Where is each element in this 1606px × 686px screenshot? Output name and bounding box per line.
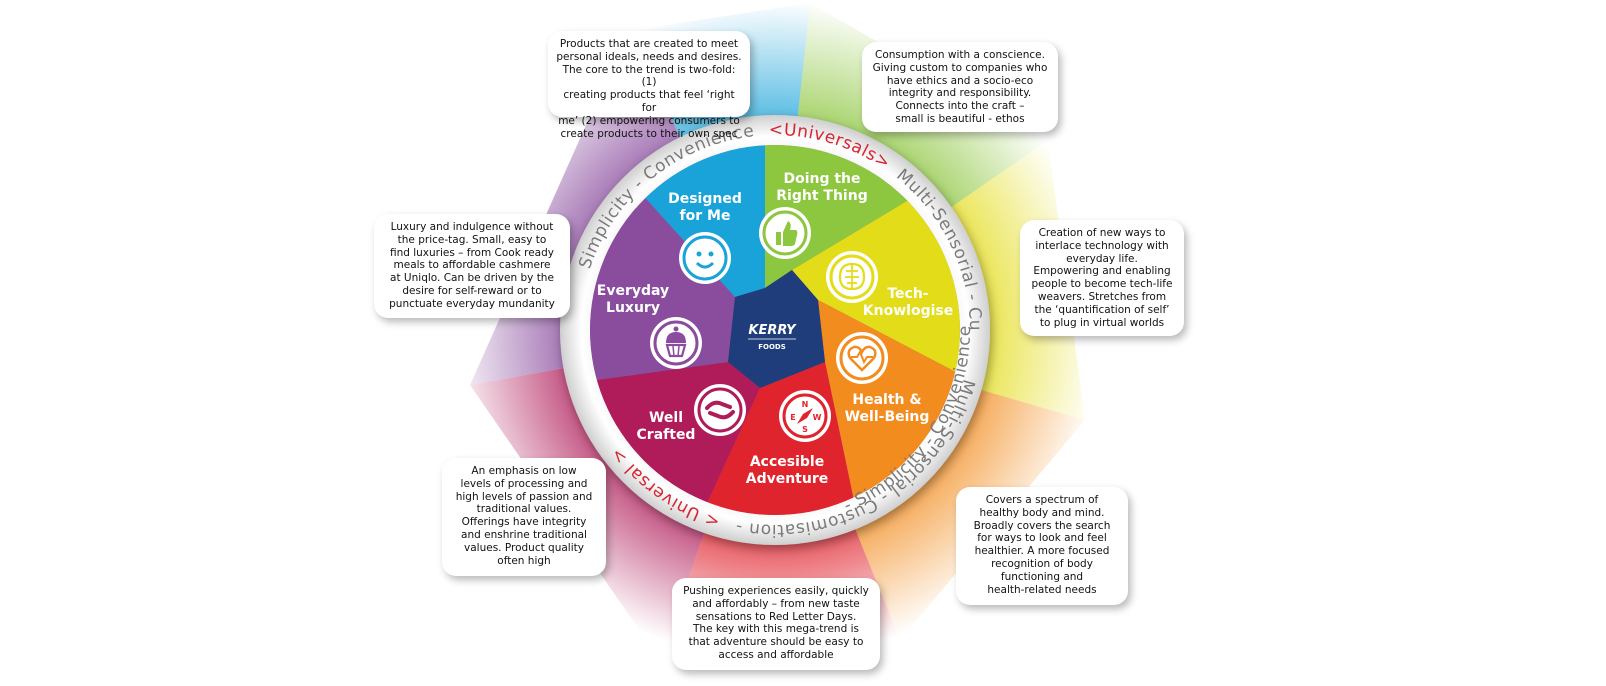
callout-line: recognition of body [991,557,1093,570]
thumbs-up-icon [759,207,811,259]
label-luxury: Everyday [597,283,669,299]
callout-line: Connects into the craft – [895,100,1025,113]
callout-line: Consumption with a conscience. [875,49,1045,61]
callout-line: traditional values. [476,503,572,516]
callout-line: health-related needs [987,583,1097,596]
callout-adventure: Pushing experiences easily, quickly and … [672,578,880,670]
callout-line: The core to the trend is two-fold: (1) [562,63,736,89]
segment-center [728,270,825,388]
callout-line: Covers a spectrum of [985,494,1099,506]
callout-line: Broadly covers the search [973,519,1111,532]
callout-line: Giving custom to companies who [872,61,1048,74]
callout-line: have ethics and a socio-eco [886,74,1034,87]
callout-line: to plug in virtual worlds [1039,316,1165,329]
label-tech-2: Knowlogise [863,303,953,319]
callout-line: personal ideals, needs and desires. [556,50,742,63]
callout-line: healthy body and mind. [979,506,1105,519]
callout-health: Covers a spectrum of healthy body and mi… [956,487,1128,605]
callout-luxury: Luxury and indulgence without the price-… [374,214,570,318]
cupcake-icon [650,317,702,369]
label-crafted: Well [649,410,683,426]
label-right-thing: Doing the [783,171,860,187]
callout-line: sensations to Red Letter Days. [695,610,857,623]
label-adventure: Accesible [750,454,824,470]
circuit-brain-icon [826,251,878,303]
callout-line: for ways to look and feel [977,532,1107,545]
callout-line: create products to their own spec [560,127,738,140]
label-right-thing-2: Right Thing [776,188,867,204]
compass-n: N [802,400,809,409]
callout-line: Pushing experiences easily, quickly [683,585,869,597]
label-adventure-2: Adventure [746,471,829,487]
callout-line: Products that are created to meet [559,38,739,50]
label-crafted-2: Crafted [637,427,696,443]
callout-line: creating products that feel ‘right for [563,89,735,114]
center-brand: KERRY [748,323,797,338]
label-tech: Tech- [887,286,928,302]
compass-icon: N S E W [779,390,831,442]
callout-line: The key with this mega-trend is [693,623,859,636]
callout-line: levels of processing and [460,477,588,490]
callout-line: desire for self-reward or to [402,284,542,297]
label-health: Health & [852,392,921,408]
callout-line: that adventure should be easy to [688,636,864,649]
callout-line: at Uniqlo. Can be driven by the [390,272,554,285]
callout-line: interlace technology with [1035,239,1169,252]
compass-s: S [802,425,808,434]
label-designed: Designed [668,191,742,207]
callout-line: integrity and responsibility. [888,87,1032,100]
label-health-2: Well-Being [845,409,930,425]
label-designed-2: for Me [680,208,731,224]
callout-line: the ‘quantification of self’ [1034,303,1170,316]
label-luxury-2: Luxury [606,300,660,316]
callout-line: the price-tag. Small, easy to [397,233,547,246]
smiley-face-icon [679,232,731,284]
callout-line: functioning and [1000,570,1084,583]
callout-line: Creation of new ways to [1038,227,1166,239]
callout-line: Empowering and enabling [1033,265,1171,278]
callout-line: find luxuries – from Cook ready [389,246,555,259]
callout-line: punctuate everyday mundanity [389,297,555,310]
callout-line: and affordably – from new taste [692,597,860,610]
callout-line: meals to affordable cashmere [393,259,551,272]
callout-right-thing: Consumption with a conscience. Giving cu… [862,42,1058,132]
callout-line: and enshrine traditional [461,528,587,541]
callout-designed: Products that are created to meet person… [548,31,750,140]
compass-w: W [813,413,822,422]
center-sub: FOODS [758,343,786,351]
callout-line: healthier. A more focused [974,545,1110,558]
callout-line: Luxury and indulgence without [390,221,554,233]
hands-icon [694,384,746,436]
callout-line: Offerings have integrity [461,516,587,529]
callout-line: weavers. Stretches from [1037,290,1167,303]
heart-pulse-icon [836,332,888,384]
callout-line: high levels of passion and [455,490,593,503]
callout-tech: Creation of new ways to interlace techno… [1020,220,1184,336]
callout-line: small is beautiful - ethos [895,112,1025,125]
callout-line: me’ (2) empowering consumers to [558,114,740,127]
callout-line: people to become tech-life [1031,278,1173,291]
callout-line: An emphasis on low [471,465,577,477]
callout-crafted: An emphasis on low levels of processing … [442,458,606,576]
callout-line: values. Product quality [464,541,584,554]
callout-line: often high [497,554,551,567]
callout-line: access and affordable [718,648,834,661]
compass-e: E [790,413,795,422]
callout-line: everyday life. [1066,252,1138,265]
